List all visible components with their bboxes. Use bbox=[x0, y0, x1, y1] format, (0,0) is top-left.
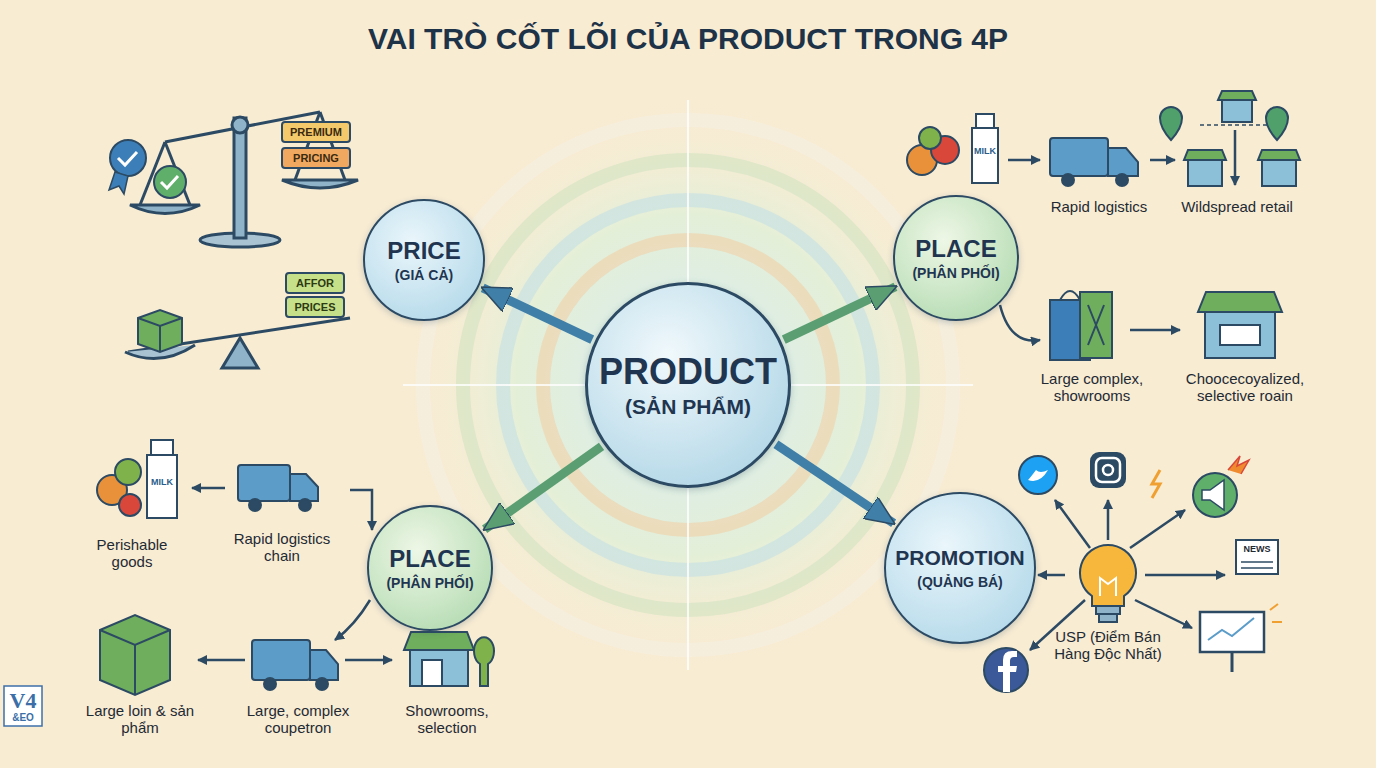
circle-subtitle: (PHÂN PHỐI) bbox=[386, 575, 473, 591]
arrow-connector bbox=[784, 287, 896, 340]
annotation-label: Perishable goods bbox=[77, 536, 187, 571]
annotation-label: PREMIUM bbox=[283, 126, 349, 139]
annotation-label: Large, complex coupetron bbox=[236, 702, 360, 737]
circle-heading: PLACE bbox=[389, 545, 470, 573]
annotation-label: MILK bbox=[970, 146, 1000, 156]
annotation-label: V4 bbox=[5, 688, 41, 713]
annotation-label: PRICING bbox=[283, 152, 349, 165]
center-circle: PRODUCT (SẢN PHẨM) bbox=[585, 282, 791, 488]
annotation-label: AFFOR bbox=[286, 277, 344, 290]
diagram-title: VAI TRÒ CỐT LÕI CỦA PRODUCT TRONG 4P bbox=[0, 22, 1376, 56]
annotation-label: Large complex, showrooms bbox=[1026, 370, 1158, 405]
circle-subtitle: (QUẢNG BÁ) bbox=[917, 574, 1003, 590]
annotation-label: Rapid logistics chain bbox=[224, 530, 340, 565]
circle-subtitle: (PHÂN PHỐI) bbox=[912, 265, 999, 281]
annotation-label: MILK bbox=[147, 477, 177, 487]
circle-subtitle: (GIÁ CẢ) bbox=[395, 267, 453, 283]
annotation-label: PRICES bbox=[286, 301, 344, 314]
annotation-label: Rapid logistics bbox=[1049, 198, 1149, 215]
circle-heading: PRODUCT bbox=[599, 351, 777, 392]
annotation-label: Large loin & sản phẩm bbox=[82, 702, 198, 737]
annotation-label: Wildspread retail bbox=[1179, 198, 1295, 215]
mix-circle: PLACE (PHÂN PHỐI) bbox=[367, 505, 493, 631]
arrow-connector bbox=[776, 444, 894, 523]
circle-subtitle: (SẢN PHẨM) bbox=[625, 395, 751, 419]
mix-circle: PROMOTION (QUẢNG BÁ) bbox=[884, 492, 1036, 644]
annotation-label: NEWS bbox=[1238, 544, 1276, 554]
mix-circle: PLACE (PHÂN PHỐI) bbox=[893, 195, 1019, 321]
mix-circle: PRICE (GIÁ CẢ) bbox=[363, 199, 485, 321]
annotation-label: USP (Điểm Bán Hàng Độc Nhất) bbox=[1046, 628, 1170, 663]
circle-heading: PLACE bbox=[915, 235, 996, 263]
annotation-label: Choocecoyalized, selective roain bbox=[1174, 370, 1316, 405]
circle-heading: PROMOTION bbox=[895, 546, 1025, 570]
arrow-connector bbox=[485, 446, 602, 529]
circle-heading: PRICE bbox=[387, 237, 460, 265]
annotation-label: &EO bbox=[5, 712, 41, 724]
arrow-connector bbox=[483, 288, 592, 340]
annotation-label: Showrooms, selection bbox=[391, 702, 503, 737]
